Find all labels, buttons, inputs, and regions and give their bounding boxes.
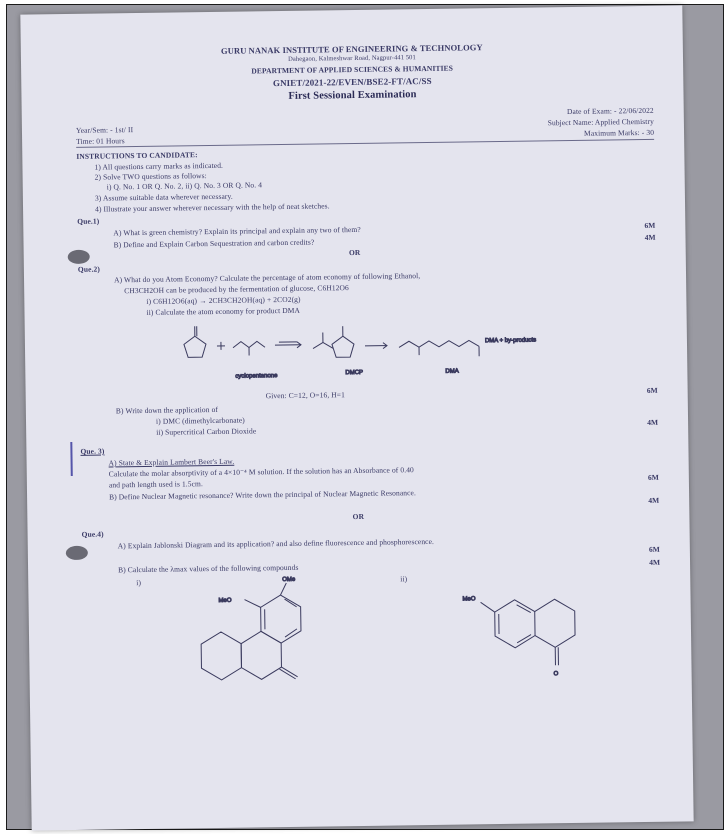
q4-compound-ii-label: ii) xyxy=(400,574,408,584)
q2-part-b-ii: ii) Supercritical Carbon Dioxide xyxy=(156,426,257,437)
label-meo-2: MeO xyxy=(463,596,476,602)
q3-a-marks: 6M xyxy=(647,472,659,482)
instruction-2: 2) Solve TWO questions as follows: xyxy=(94,171,207,182)
q4-compound-i-label: i) xyxy=(136,578,142,588)
q4-b-marks: 4M xyxy=(649,557,661,567)
instruction-4: 4) Illustrate your answer wherever neces… xyxy=(94,201,330,214)
scheme-label-right: DMA xyxy=(445,369,458,375)
q4-part-b: B) Calculate the λmax values of the foll… xyxy=(118,562,299,575)
image-frame xyxy=(6,4,724,830)
label-ome: OMe xyxy=(282,577,296,583)
instruction-3: 3) Assume suitable data wherever necessa… xyxy=(94,191,233,203)
compound-i-structure: OMe MeO xyxy=(200,576,302,681)
subject-name: Subject Name: Applied Chemistry xyxy=(547,116,654,128)
q2-part-a-i: i) C6H12O6(aq) → 2CH3CH2OH(aq) + 2CO2(g) xyxy=(146,294,301,306)
q3-part-a-line2: Calculate the molar absorptivity of a 4×… xyxy=(108,465,414,479)
q2-b-marks: 4M xyxy=(647,417,659,427)
q3-part-a-line3: and path length used is 1.5cm. xyxy=(108,479,203,490)
q3-b-marks: 4M xyxy=(648,495,660,505)
scheme-label-end: DMA + by-products xyxy=(485,337,536,344)
q4-label: Que.4) xyxy=(81,529,104,539)
punch-hole-bottom xyxy=(65,545,88,561)
q2-label: Que.2) xyxy=(77,264,101,274)
q2-given: Given: C=12, O=16, H=1 xyxy=(265,390,346,401)
q1-b-marks: 4M xyxy=(644,232,656,242)
exam-time: Time: 01 Hours xyxy=(76,136,125,146)
q2-part-a-line1: A) What do you Atom Economy? Calculate t… xyxy=(113,271,421,285)
date-of-exam: Date of Exam: - 22/06/2022 xyxy=(566,105,654,117)
q2-a-marks: 6M xyxy=(646,385,658,395)
q3-part-b: B) Define Nuclear Magnetic resonance? Wr… xyxy=(109,488,416,502)
q3-or: OR xyxy=(352,511,365,522)
margin-pen-mark xyxy=(70,441,73,477)
instructions-heading: INSTRUCTIONS TO CANDIDATE: xyxy=(76,150,198,161)
instruction-2-detail: i) Q. No. 1 OR Q. No. 2, ii) Q. No. 3 OR… xyxy=(106,180,263,192)
q2-part-a-line2: CH3CH2OH can be produced by the fermenta… xyxy=(124,283,349,296)
q3-label: Que. 3) xyxy=(80,446,105,456)
q2-part-b: B) Write down the application of xyxy=(115,404,219,416)
scheme-label-mid: DMCP xyxy=(345,370,363,376)
instruction-1: 1) All questions carry marks as indicate… xyxy=(94,160,224,172)
q1-part-b: B) Define and Explain Carbon Sequestrati… xyxy=(113,237,315,250)
q1-a-marks: 6M xyxy=(644,220,656,230)
dma-reaction-scheme: cyclopentanone DMCP DMA DMA + by-product… xyxy=(183,326,537,380)
q4-a-marks: 6M xyxy=(648,544,660,554)
svg-text:O: O xyxy=(554,671,559,677)
q1-part-a: A) What is green chemistry? Explain its … xyxy=(113,224,361,238)
q4-part-a: A) Explain Jablonski Diagram and its app… xyxy=(117,536,435,551)
label-meo-1: MeO xyxy=(218,598,231,604)
compound-ii-structure: MeO O xyxy=(462,596,576,678)
q1-label: Que.1) xyxy=(77,216,100,226)
scheme-label-left: cyclopentanone xyxy=(235,373,278,380)
header-divider xyxy=(76,138,655,148)
q2-part-b-i: i) DMC (dimethylcarbonate) xyxy=(155,415,245,426)
year-sem: Year/Sem: - 1st/ II xyxy=(75,125,134,135)
exam-paper: GURU NANAK INSTITUTE OF ENGINEERING & TE… xyxy=(20,5,694,831)
q3-part-a: A) State & Explain Lambert Beer's Law. xyxy=(108,456,235,468)
maximum-marks: Maximum Marks: - 30 xyxy=(583,127,655,138)
